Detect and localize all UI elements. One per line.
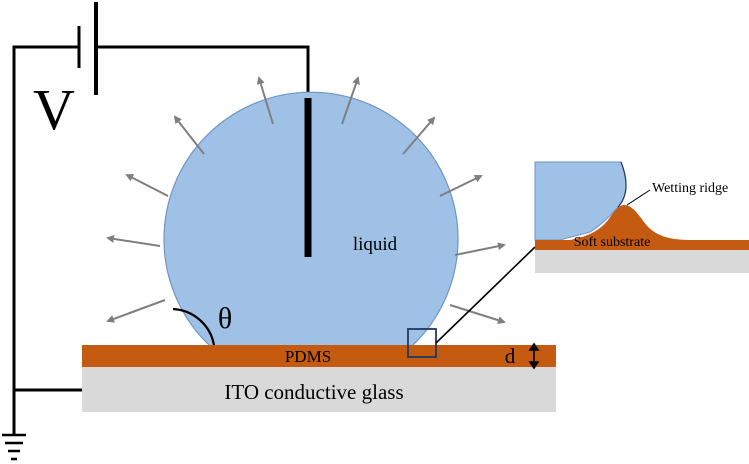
- wire-top: [96, 45, 310, 100]
- pdms-layer: [82, 345, 556, 367]
- ito-glass: [82, 367, 556, 412]
- field-arrow: [402, 116, 436, 155]
- field-arrow: [173, 115, 205, 155]
- soft-substrate-label: Soft substrate: [574, 235, 651, 250]
- zoom-connector: [435, 246, 536, 344]
- wire-left: [12, 45, 82, 392]
- field-arrow: [106, 299, 166, 323]
- circuit: [12, 2, 310, 435]
- pdms-label: PDMS: [285, 347, 331, 366]
- field-arrow: [454, 242, 506, 256]
- thickness-label: d: [505, 344, 516, 368]
- field-arrow: [125, 174, 169, 197]
- field-arrow: [449, 304, 506, 325]
- voltage-label: V: [33, 77, 75, 142]
- ground-icon: [2, 433, 26, 461]
- field-arrows: [106, 76, 506, 325]
- angle-label: θ: [218, 302, 232, 335]
- thickness-double-arrow-icon: [528, 342, 540, 370]
- wetting-ridge-label: Wetting ridge: [652, 181, 728, 196]
- field-arrow: [106, 234, 161, 247]
- field-arrow: [341, 76, 360, 125]
- field-arrow: [439, 175, 483, 197]
- ridge-pointer: [626, 189, 651, 206]
- inset-contact-line: [617, 161, 627, 208]
- inset-soft-substrate: [535, 205, 749, 250]
- contact-angle-arc: [172, 307, 216, 346]
- inset-detail: Wetting ridge Soft substrate: [534, 161, 749, 273]
- glass-label: ITO conductive glass: [224, 380, 403, 404]
- liquid-label: liquid: [353, 234, 398, 255]
- inset-glass: [535, 250, 749, 273]
- field-arrow: [256, 76, 274, 125]
